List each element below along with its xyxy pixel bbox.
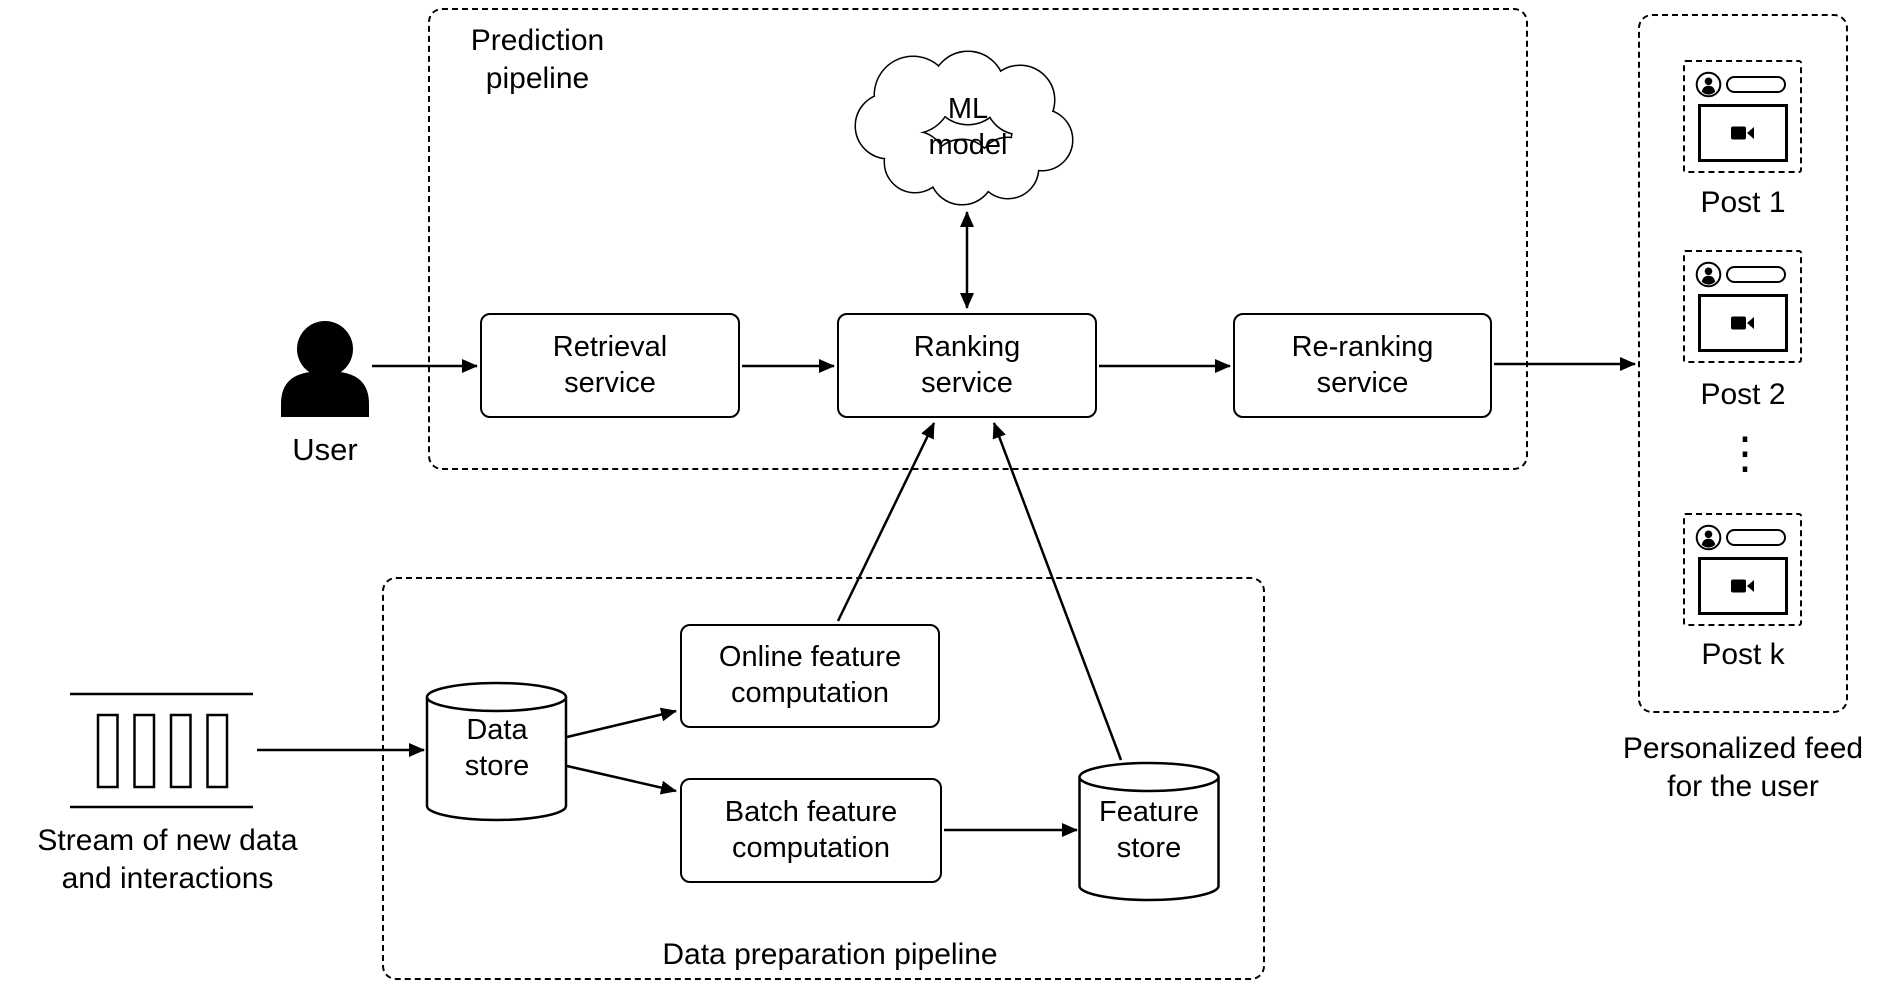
feature-store-label: Feature store: [1099, 796, 1199, 864]
video-camera-icon: [1730, 579, 1754, 593]
retrieval-service-label: Retrieval service: [552, 330, 668, 399]
feed-caption: Personalized feed for the user: [1622, 732, 1864, 804]
batch-feature-label: Batch feature computation: [724, 795, 898, 864]
post-label: Post 1: [1700, 186, 1786, 219]
post-card: [1683, 250, 1802, 363]
online-feature-label: Online feature computation: [718, 641, 902, 709]
retrieval-service-node: Retrieval service: [480, 313, 740, 418]
username-pill: [1726, 266, 1786, 283]
post-header: [1695, 261, 1800, 288]
post-label: Post k: [1701, 638, 1785, 671]
video-thumbnail: [1697, 294, 1788, 352]
video-thumbnail: [1697, 557, 1788, 615]
stream-label: Stream of new data and interactions: [37, 824, 298, 896]
video-thumbnail: [1697, 104, 1788, 162]
ranking-service-label: Ranking service: [913, 330, 1021, 399]
prediction-pipeline-box: [428, 8, 1528, 470]
avatar-icon: [1695, 71, 1722, 98]
feature-store-node: Feature store: [1083, 795, 1215, 867]
more-posts-ellipsis: ⋮: [1723, 429, 1767, 478]
avatar-icon: [1695, 524, 1722, 551]
data-preparation-pipeline-label: Data preparation pipeline: [662, 938, 998, 971]
user-icon: [281, 321, 369, 417]
data-store-node: Data store: [431, 713, 563, 785]
post-label: Post 2: [1700, 378, 1786, 411]
post-card: [1683, 60, 1802, 173]
batch-feature-node: Batch feature computation: [680, 778, 942, 883]
ml-model-node: ML model: [904, 92, 1032, 164]
user-label: User: [292, 432, 358, 467]
personalized-feed-box: [1638, 14, 1848, 713]
re-ranking-service-node: Re-ranking service: [1233, 313, 1492, 418]
username-pill: [1726, 529, 1786, 546]
online-feature-node: Online feature computation: [680, 624, 940, 728]
post-header: [1695, 524, 1800, 551]
data-preparation-pipeline-box: [382, 577, 1265, 980]
ml-model-label: ML model: [928, 93, 1008, 161]
post-header: [1695, 71, 1800, 98]
prediction-pipeline-label: Prediction pipeline: [470, 24, 605, 96]
username-pill: [1726, 76, 1786, 93]
re-ranking-service-label: Re-ranking service: [1291, 330, 1434, 399]
ranking-service-node: Ranking service: [837, 313, 1097, 418]
video-camera-icon: [1730, 126, 1754, 140]
stream-queue-icon: [70, 692, 253, 809]
data-store-label: Data store: [464, 714, 530, 782]
video-camera-icon: [1730, 316, 1754, 330]
post-card: [1683, 513, 1802, 626]
avatar-icon: [1695, 261, 1722, 288]
